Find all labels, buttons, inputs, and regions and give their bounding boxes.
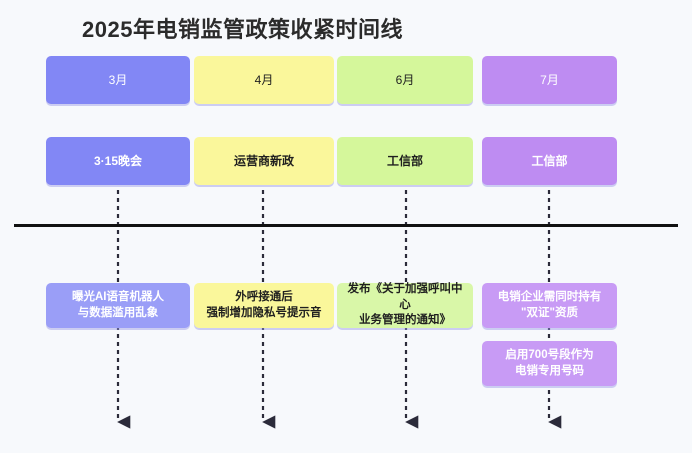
actor-card-march[interactable]: 3·15晚会 (46, 137, 190, 185)
actor-card-july[interactable]: 工信部 (482, 137, 617, 185)
month-card-march[interactable]: 3月 (46, 56, 190, 104)
actor-label: 3·15晚会 (93, 153, 143, 168)
actor-label: 运营商新政 (233, 153, 294, 168)
month-card-april[interactable]: 4月 (194, 56, 334, 104)
detail-text: 曝光AI语音机器人 与数据滥用乱象 (72, 290, 164, 319)
month-label: 7月 (540, 72, 559, 87)
actor-label: 工信部 (531, 153, 568, 168)
detail-text: 电销企业需同时持有 "双证"资质 (497, 290, 602, 319)
timeline-axis (14, 224, 678, 227)
month-label: 4月 (254, 72, 274, 87)
detail-card-april-1[interactable]: 外呼接通后 强制增加隐私号提示音 (194, 283, 334, 328)
detail-card-july-2[interactable]: 启用700号段作为 电销专用号码 (482, 341, 617, 386)
month-card-june[interactable]: 6月 (337, 56, 473, 104)
month-label: 3月 (108, 72, 128, 87)
detail-text: 外呼接通后 强制增加隐私号提示音 (206, 290, 322, 319)
actor-label: 工信部 (386, 153, 423, 168)
detail-text: 启用700号段作为 电销专用号码 (505, 348, 594, 377)
detail-text: 发布《关于加强呼叫中心 业务管理的通知》 (347, 283, 463, 327)
detail-card-june-1[interactable]: 发布《关于加强呼叫中心 业务管理的通知》 (337, 283, 473, 328)
page-title: 2025年电销监管政策收紧时间线 (82, 17, 403, 42)
month-card-july[interactable]: 7月 (482, 56, 617, 104)
month-label: 6月 (395, 72, 415, 87)
actor-card-june[interactable]: 工信部 (337, 137, 473, 185)
detail-card-july-1[interactable]: 电销企业需同时持有 "双证"资质 (482, 283, 617, 328)
detail-card-march-1[interactable]: 曝光AI语音机器人 与数据滥用乱象 (46, 283, 190, 328)
actor-card-april[interactable]: 运营商新政 (194, 137, 334, 185)
